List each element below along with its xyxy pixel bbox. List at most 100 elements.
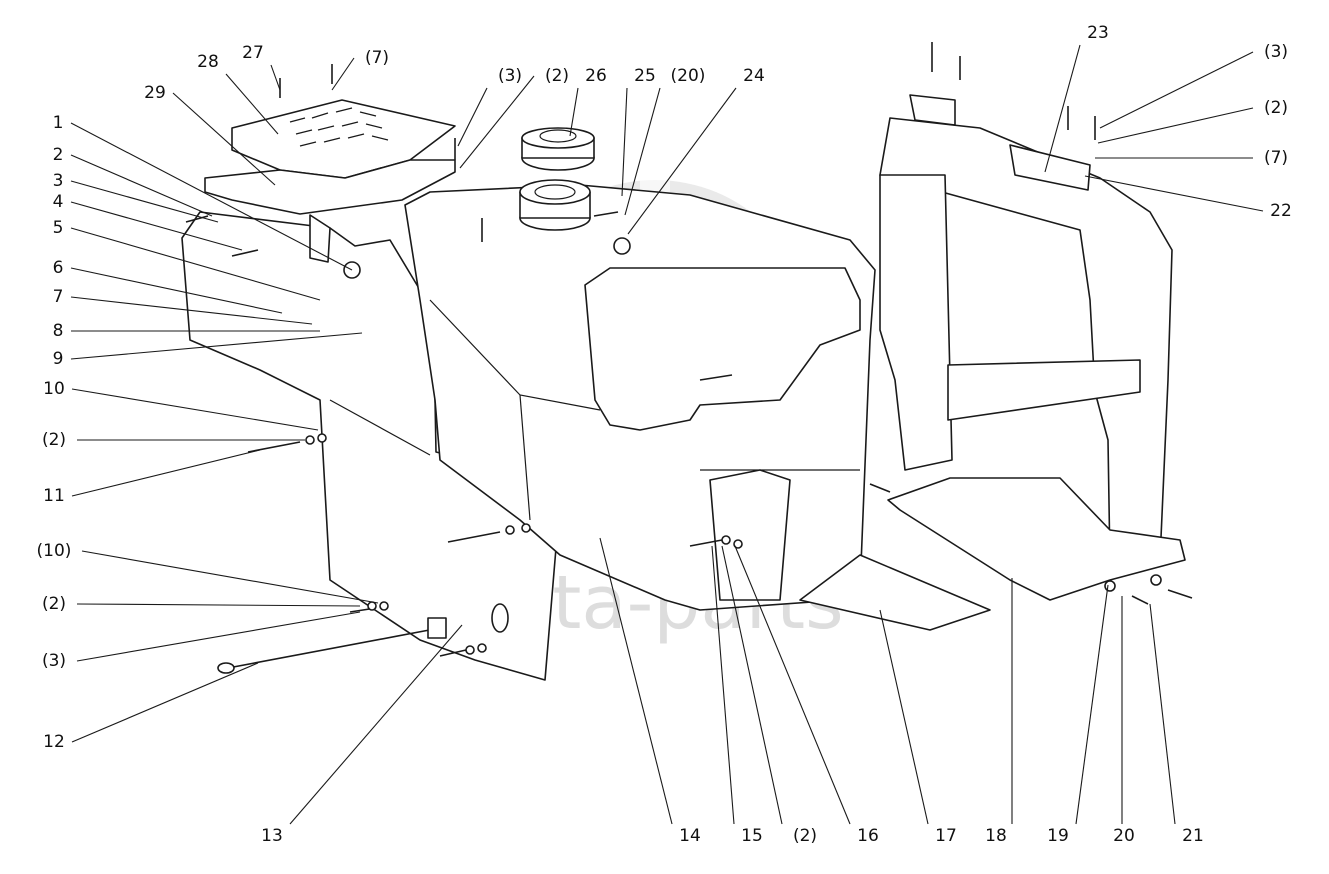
callout-17: 3 <box>53 171 219 223</box>
callout-leader <box>289 624 463 825</box>
callout-label: (2) <box>545 66 569 86</box>
callout-label: 21 <box>1182 826 1204 846</box>
callout-16: 2 <box>53 145 213 217</box>
callout-19: 5 <box>53 218 321 301</box>
callout-label: 2 <box>53 145 64 165</box>
callout-4: (3) <box>457 66 522 147</box>
callout-label: 6 <box>53 258 64 278</box>
callout-label: (2) <box>42 594 66 614</box>
callout-leader <box>879 609 929 825</box>
callout-30: 12 <box>43 662 259 752</box>
callout-leader <box>81 550 379 604</box>
callout-label: 27 <box>242 43 264 63</box>
callout-label: (2) <box>793 826 817 846</box>
callout-label: 24 <box>743 66 765 86</box>
callout-label: 14 <box>679 826 701 846</box>
callout-3: 29 <box>144 83 276 186</box>
callout-label: 16 <box>857 826 879 846</box>
callout-label: (7) <box>365 48 389 68</box>
callout-label: (3) <box>1264 42 1288 62</box>
callout-label: 12 <box>43 732 65 752</box>
callout-leader <box>270 64 281 91</box>
callout-label: (3) <box>42 651 66 671</box>
callout-label: 5 <box>53 218 64 238</box>
callout-leader <box>569 87 579 137</box>
callout-31: 13 <box>261 624 463 846</box>
callout-label: 15 <box>741 826 763 846</box>
callout-9: 24 <box>627 66 765 235</box>
callout-0: 27 <box>242 43 281 91</box>
callout-25: (2) <box>42 430 305 450</box>
callout-13: (7) <box>1095 148 1288 168</box>
callout-label: 8 <box>53 321 64 341</box>
filler-cap <box>521 127 595 171</box>
callout-leader <box>70 122 353 271</box>
callout-10: 23 <box>1044 23 1109 173</box>
callout-label: (20) <box>671 66 706 86</box>
callout-leader <box>621 87 628 197</box>
callout-leader <box>624 87 661 216</box>
callout-leader <box>1084 175 1264 212</box>
callout-leader <box>71 662 259 743</box>
callout-label: 10 <box>43 379 65 399</box>
callout-label: (7) <box>1264 148 1288 168</box>
callout-1: (7) <box>331 48 389 91</box>
callout-2: 28 <box>197 52 279 135</box>
callout-14: 22 <box>1084 175 1292 221</box>
top-cover-plate <box>204 99 456 215</box>
callout-29: (3) <box>42 611 361 671</box>
callout-label: 20 <box>1113 826 1135 846</box>
callout-label: 19 <box>1047 826 1069 846</box>
callout-label: 11 <box>43 486 65 506</box>
callout-18: 4 <box>53 192 243 251</box>
callout-label: (10) <box>37 541 72 561</box>
callout-leader <box>70 154 213 217</box>
callout-label: 23 <box>1087 23 1109 43</box>
callout-leader <box>331 57 355 91</box>
callout-leader <box>70 332 363 360</box>
callout-leader <box>1097 107 1254 144</box>
callout-12: (2) <box>1097 98 1288 144</box>
callout-36: 17 <box>879 609 957 846</box>
callout-label: 1 <box>53 113 64 133</box>
callout-leader <box>1149 603 1176 825</box>
callout-leader <box>76 611 361 662</box>
callout-21: 7 <box>53 287 313 325</box>
callout-leader <box>627 87 737 235</box>
callout-5: (2) <box>459 66 569 169</box>
fuel-gauge-rod <box>217 603 509 674</box>
callout-label: 25 <box>634 66 656 86</box>
callout-6: 26 <box>569 66 607 137</box>
callout-label: 29 <box>144 83 166 103</box>
callout-27: (10) <box>37 541 379 604</box>
callout-38: 19 <box>1047 584 1109 846</box>
callout-40: 21 <box>1149 603 1204 846</box>
callout-leader <box>76 603 361 607</box>
callout-32: 14 <box>599 537 701 846</box>
callout-label: (2) <box>1264 98 1288 118</box>
callout-leader <box>1075 584 1109 825</box>
callout-37: 18 <box>985 578 1013 846</box>
callout-leader <box>70 180 219 223</box>
callout-label: 18 <box>985 826 1007 846</box>
callout-leader <box>70 227 321 301</box>
callout-label: 28 <box>197 52 219 72</box>
callout-label: 26 <box>585 66 607 86</box>
callout-leader <box>721 545 783 825</box>
callout-leader <box>457 87 488 147</box>
callout-label: 13 <box>261 826 283 846</box>
callout-33: 15 <box>711 545 763 846</box>
callout-leader <box>70 201 243 251</box>
callout-label: 17 <box>935 826 957 846</box>
callout-35: 16 <box>734 545 879 846</box>
callout-leader <box>71 388 319 431</box>
skid-plate <box>799 554 991 631</box>
callout-leader <box>70 296 313 325</box>
callout-20: 6 <box>53 258 283 314</box>
callout-28: (2) <box>42 594 361 614</box>
right-frame <box>879 94 1186 601</box>
callout-leader <box>459 75 535 169</box>
callout-label: 9 <box>53 349 64 369</box>
